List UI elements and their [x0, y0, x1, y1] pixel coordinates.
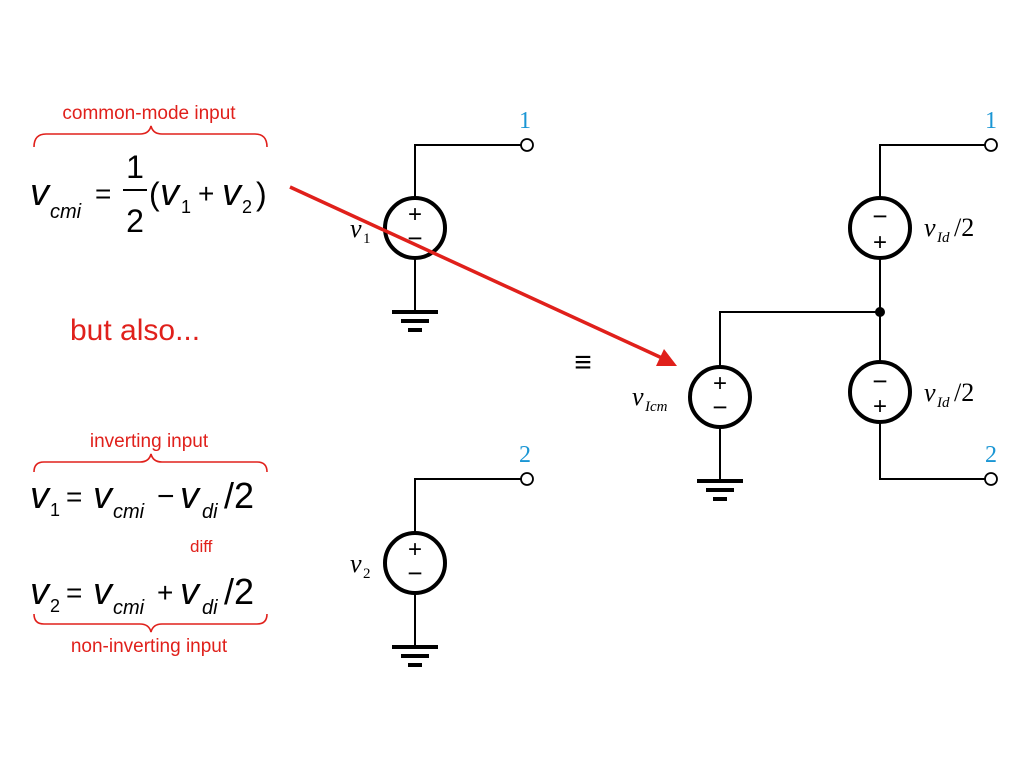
vcm-lhs-sub: cmi	[50, 201, 82, 223]
terminal-1-label: 1	[519, 108, 531, 134]
vcm-lhs-var: v	[30, 172, 51, 214]
v1-cmi-sub: cmi	[113, 501, 145, 523]
vcm-v1-var: v	[160, 172, 181, 214]
vicm-sub: Icm	[644, 399, 668, 415]
v1-source-sub: 1	[363, 231, 371, 247]
v2-equals: =	[66, 577, 82, 608]
v2-cmi-var: v	[93, 571, 114, 613]
diff-label: diff	[190, 537, 213, 556]
v2-plus: +	[157, 577, 173, 608]
v2-di-sub: di	[202, 597, 218, 619]
v1-half: /2	[224, 475, 254, 516]
annotation-arrow	[289, 185, 677, 366]
vcm-v2-var: v	[222, 172, 243, 214]
v1-minus: −	[157, 480, 175, 513]
eq-terminal-2-label: 2	[985, 442, 997, 468]
v2-source-var: v	[350, 549, 362, 578]
vid-top-minus-sign: −	[872, 201, 887, 231]
v1-di-var: v	[180, 475, 201, 517]
v1-wire-top	[414, 144, 521, 198]
arrow-head	[656, 349, 677, 366]
v1-equals: =	[66, 481, 82, 512]
vid-top-var: v	[924, 213, 936, 242]
v1-lhs-sub: 1	[50, 500, 60, 520]
terminal-2-node	[520, 472, 534, 486]
v2-half: /2	[224, 571, 254, 612]
vcm-open-paren: (	[149, 176, 160, 212]
v2-wire-top	[414, 478, 521, 533]
vid-bot-plus-sign: +	[873, 393, 887, 420]
v2-cmi-sub: cmi	[113, 597, 145, 619]
terminal-1-node	[520, 138, 534, 152]
v1-source-var: v	[350, 214, 362, 243]
eq-wire-top	[879, 144, 985, 198]
vid-top-plus-sign: +	[873, 229, 887, 256]
vcm-frac-num: 1	[126, 149, 144, 185]
non-inverting-label: non-inverting input	[71, 636, 228, 657]
v2-source-sub: 2	[363, 566, 371, 582]
equivalence-symbol: ≡	[574, 346, 592, 379]
v1-equation: v 1 = v cmi − v di /2	[30, 475, 254, 523]
vicm-var: v	[632, 382, 644, 411]
common-mode-label: common-mode input	[62, 103, 236, 124]
v1-source-circuit: 1 + − v 1	[350, 108, 534, 332]
equations-panel: common-mode input v cmi = 1 2 ( v 1 + v …	[30, 103, 268, 657]
vid-top-sub: Id	[936, 230, 950, 246]
eq-terminal-1-label: 1	[985, 108, 997, 134]
vcm-equals: =	[95, 178, 111, 209]
but-also-text: but also...	[70, 314, 200, 347]
v1-lhs-var: v	[30, 475, 51, 517]
vid-top-half: /2	[954, 213, 974, 242]
eq-wire-bottom	[879, 422, 985, 480]
vcm-equation: v cmi = 1 2 ( v 1 + v 2 )	[30, 149, 267, 239]
v2-lhs-sub: 2	[50, 596, 60, 616]
vcm-v1-sub: 1	[181, 197, 191, 217]
v2-equation: v 2 = v cmi + v di /2	[30, 571, 254, 619]
vcm-frac-den: 2	[126, 203, 144, 239]
vid-bot-minus-sign: −	[872, 366, 887, 396]
vcm-v2-sub: 2	[242, 197, 252, 217]
v1-plus-sign: +	[408, 201, 422, 228]
v2-lhs-var: v	[30, 571, 51, 613]
inverting-label: inverting input	[90, 431, 209, 452]
equivalent-circuit: 1 − + v Id /2 + − v Icm − + v Id /2 2	[632, 108, 998, 501]
vicm-plus-sign: +	[713, 370, 727, 397]
vid-bot-var: v	[924, 378, 936, 407]
eq-terminal-1-node	[984, 138, 998, 152]
eq-terminal-2-node	[984, 472, 998, 486]
common-mode-brace	[33, 125, 268, 148]
vid-bot-sub: Id	[936, 395, 950, 411]
v2-plus-sign: +	[408, 536, 422, 563]
eq-wire-to-vicm	[719, 311, 880, 368]
v2-di-var: v	[180, 571, 201, 613]
v1-cmi-var: v	[93, 475, 114, 517]
v2-minus-sign: −	[407, 558, 422, 588]
terminal-2-label: 2	[519, 442, 531, 468]
vcm-plus: +	[198, 178, 214, 209]
v1-di-sub: di	[202, 501, 218, 523]
vid-bot-half: /2	[954, 378, 974, 407]
vicm-minus-sign: −	[712, 392, 727, 422]
v2-source-circuit: 2 + − v 2	[350, 442, 534, 667]
vcm-close-paren: )	[256, 176, 267, 212]
inverting-brace	[33, 453, 268, 473]
non-inverting-brace	[33, 613, 268, 633]
